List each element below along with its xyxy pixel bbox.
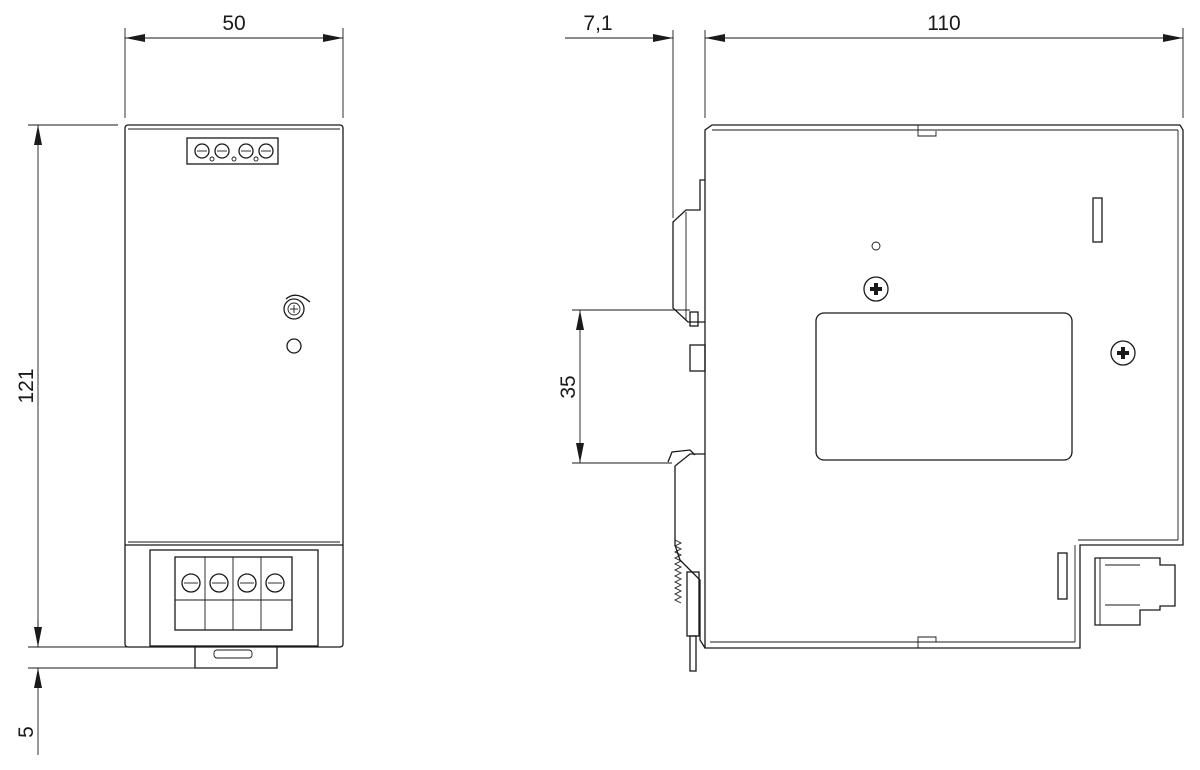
vent-slot	[1092, 197, 1103, 243]
rail-hook	[689, 311, 699, 327]
dimension-label: 5	[15, 726, 38, 738]
dimension-front-rail-offset: 5	[15, 620, 195, 755]
screw-icon	[863, 276, 889, 302]
release-tab	[689, 635, 697, 672]
top-terminal-block	[186, 137, 279, 165]
din-clip	[194, 647, 278, 669]
dimension-front-width: 50	[124, 12, 344, 118]
led-indicator	[871, 241, 881, 251]
screw-icon	[1110, 340, 1136, 366]
dimension-label: 50	[222, 12, 245, 35]
dimension-side-depth: 110	[705, 12, 1184, 118]
side-view: 7,1 110 35	[557, 12, 1184, 672]
side-connector	[1094, 557, 1176, 626]
label-area	[815, 312, 1073, 461]
front-housing	[124, 124, 344, 648]
dimension-label: 121	[15, 368, 38, 403]
led-indicator	[286, 338, 302, 354]
dimension-label: 7,1	[583, 12, 612, 35]
side-housing	[704, 124, 1184, 649]
dimension-side-rail-depth: 7,1	[565, 12, 725, 218]
dimension-front-height: 121	[15, 124, 190, 648]
dimension-label: 110	[927, 12, 960, 35]
potentiometer-icon	[283, 294, 311, 320]
dimension-rail-height: 35	[557, 309, 690, 464]
din-rail-clip	[667, 179, 706, 672]
front-view: 50 121 5	[15, 12, 344, 755]
vent-slot	[1057, 552, 1068, 600]
dimension-label: 35	[557, 375, 580, 398]
bottom-terminal-block	[149, 549, 319, 647]
